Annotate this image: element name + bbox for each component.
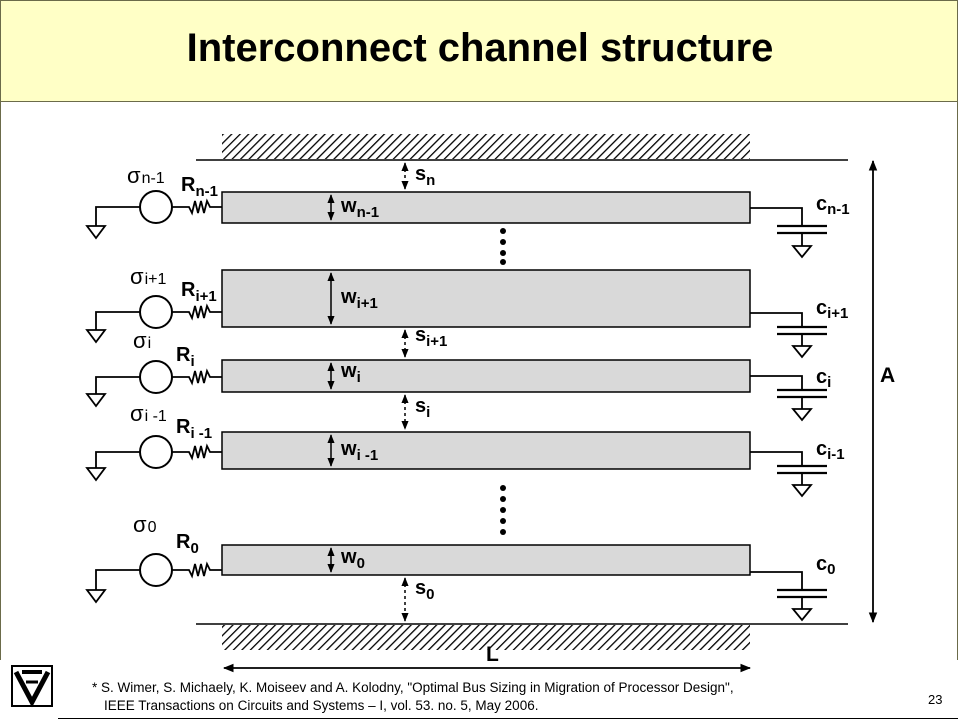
sigma-label-i+1: σi+1 bbox=[130, 264, 166, 289]
width-label-0: w0 bbox=[340, 546, 365, 572]
sigma-label-i: σi bbox=[133, 328, 151, 353]
width-label-i-1: wi -1 bbox=[340, 438, 378, 464]
cap-label-i+1: ci+1 bbox=[816, 297, 848, 322]
driver-i+1 bbox=[85, 295, 222, 344]
institution-logo-icon bbox=[11, 665, 53, 708]
sigma-label-i-1: σi -1 bbox=[130, 401, 167, 426]
slide-title: Interconnect channel structure bbox=[186, 26, 774, 70]
load-cap-i-1 bbox=[750, 451, 827, 498]
spacing-label-n: sn bbox=[415, 163, 435, 189]
length-label: L bbox=[486, 643, 499, 666]
spacing-label-0: s0 bbox=[415, 577, 434, 603]
resistor-label-i-1: Ri -1 bbox=[176, 416, 212, 442]
title-bar bbox=[0, 0, 958, 102]
sigma-label-0: σ0 bbox=[133, 512, 157, 537]
driver-i bbox=[85, 360, 222, 408]
wire-0 bbox=[221, 544, 751, 576]
cap-label-n-1: cn-1 bbox=[816, 193, 850, 218]
width-labels: wn-1 wi+1 wi wi -1 w0 bbox=[340, 195, 379, 572]
capacitor-labels: cn-1 ci+1 ci ci-1 c0 bbox=[816, 193, 850, 578]
cap-label-i-1: ci-1 bbox=[816, 438, 845, 463]
cap-label-0: c0 bbox=[816, 553, 835, 578]
resistor-label-i: Ri bbox=[176, 344, 195, 370]
citation: * S. Wimer, S. Michaely, K. Moiseev and … bbox=[92, 679, 734, 715]
wire-i bbox=[221, 359, 751, 393]
cap-label-i: ci bbox=[816, 366, 831, 391]
top-shield-hatch bbox=[222, 134, 750, 159]
load-cap-i+1 bbox=[750, 312, 827, 359]
spacing-label-i+1: si+1 bbox=[415, 324, 447, 350]
resistor-label-i+1: Ri+1 bbox=[181, 279, 217, 305]
load-cap-n-1 bbox=[750, 207, 827, 259]
sigma-labels: σn-1 σi+1 σi σi -1 σ0 bbox=[127, 163, 167, 537]
width-label-n-1: wn-1 bbox=[340, 195, 379, 221]
driver-n-1 bbox=[85, 190, 222, 240]
load-cap-0 bbox=[750, 571, 827, 622]
citation-line-2: IEEE Transactions on Circuits and System… bbox=[104, 698, 539, 713]
resistor-labels: Rn-1 Ri+1 Ri Ri -1 R0 bbox=[176, 174, 218, 557]
ellipsis-dots-lower bbox=[500, 485, 506, 535]
page-number: 23 bbox=[928, 692, 943, 707]
wire-i+1 bbox=[221, 269, 751, 328]
load-cap-i bbox=[750, 375, 827, 422]
spacing-label-i: si bbox=[415, 395, 430, 421]
diagram-frame bbox=[0, 102, 958, 660]
citation-line-1: * S. Wimer, S. Michaely, K. Moiseev and … bbox=[92, 680, 734, 695]
bottom-shield-hatch bbox=[222, 625, 750, 650]
resistor-label-n-1: Rn-1 bbox=[181, 174, 218, 200]
total-height-label: A bbox=[880, 364, 895, 387]
spacing-labels: sn si+1 si s0 bbox=[415, 163, 447, 603]
driver-i-1 bbox=[85, 435, 222, 482]
sigma-label-n-1: σn-1 bbox=[127, 163, 165, 188]
wire-n-1 bbox=[221, 191, 751, 224]
resistor-label-0: R0 bbox=[176, 531, 199, 557]
ellipsis-dots-upper bbox=[500, 228, 506, 265]
width-label-i+1: wi+1 bbox=[340, 286, 378, 312]
wire-i-1 bbox=[221, 431, 751, 470]
width-label-i: wi bbox=[340, 360, 361, 386]
driver-0 bbox=[85, 553, 222, 604]
footer-divider bbox=[58, 718, 958, 719]
